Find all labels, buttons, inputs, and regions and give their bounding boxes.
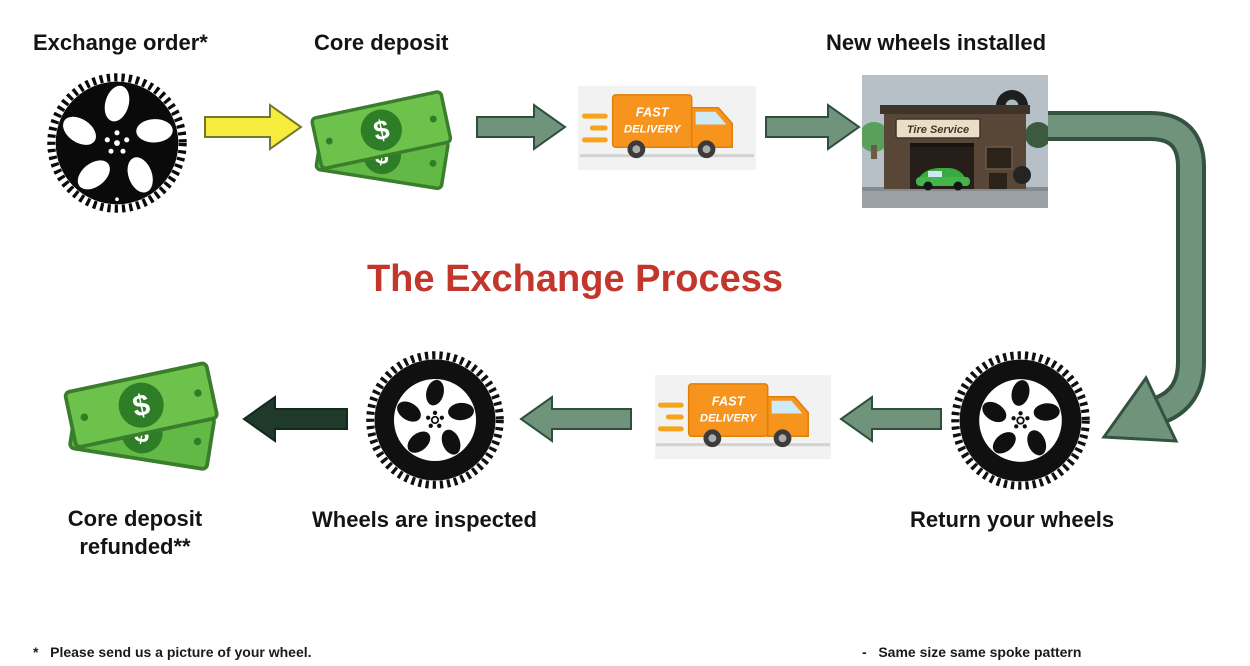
money-refund-icon bbox=[54, 350, 232, 482]
arrow-shipping-to-inspected bbox=[519, 395, 632, 443]
diagram-title: The Exchange Process bbox=[366, 258, 784, 300]
arrow-deposit-to-shipping bbox=[476, 103, 567, 151]
return-wheel-icon bbox=[948, 348, 1093, 493]
footnotes-left: * Please send us a picture of your wheel… bbox=[33, 595, 312, 666]
arrow-inspected-to-refund bbox=[242, 395, 348, 443]
label-core-deposit-refunded: Core deposit refunded** bbox=[35, 505, 235, 561]
arrow-return-to-shipping bbox=[839, 395, 942, 443]
label-core-deposit: Core deposit bbox=[314, 30, 449, 55]
delivery-truck-icon bbox=[578, 86, 756, 170]
arrow-exchange-to-deposit bbox=[204, 103, 303, 151]
tire-service-shop-icon bbox=[862, 75, 1048, 208]
label-wheels-are-inspected: Wheels are inspected bbox=[312, 507, 537, 532]
footnote-picture: * Please send us a picture of your wheel… bbox=[33, 644, 312, 660]
money-icon bbox=[297, 80, 469, 200]
label-core-deposit-refunded-line1: Core deposit bbox=[67, 506, 203, 531]
label-return-your-wheels: Return your wheels bbox=[910, 507, 1115, 532]
inspected-wheel-icon bbox=[363, 348, 507, 492]
return-delivery-truck-icon bbox=[655, 375, 831, 459]
label-core-deposit-refunded-line2: refunded** bbox=[79, 534, 191, 559]
arrow-shipping-to-installed bbox=[765, 103, 861, 151]
footnote-same-size: - Same size same spoke pattern bbox=[862, 644, 1082, 660]
label-exchange-order: Exchange order* bbox=[33, 30, 208, 55]
label-new-wheels-installed: New wheels installed bbox=[826, 30, 1047, 55]
footnotes-right: - Same size same spoke pattern - No chro… bbox=[862, 595, 1151, 666]
alloy-wheel-icon bbox=[44, 70, 190, 216]
